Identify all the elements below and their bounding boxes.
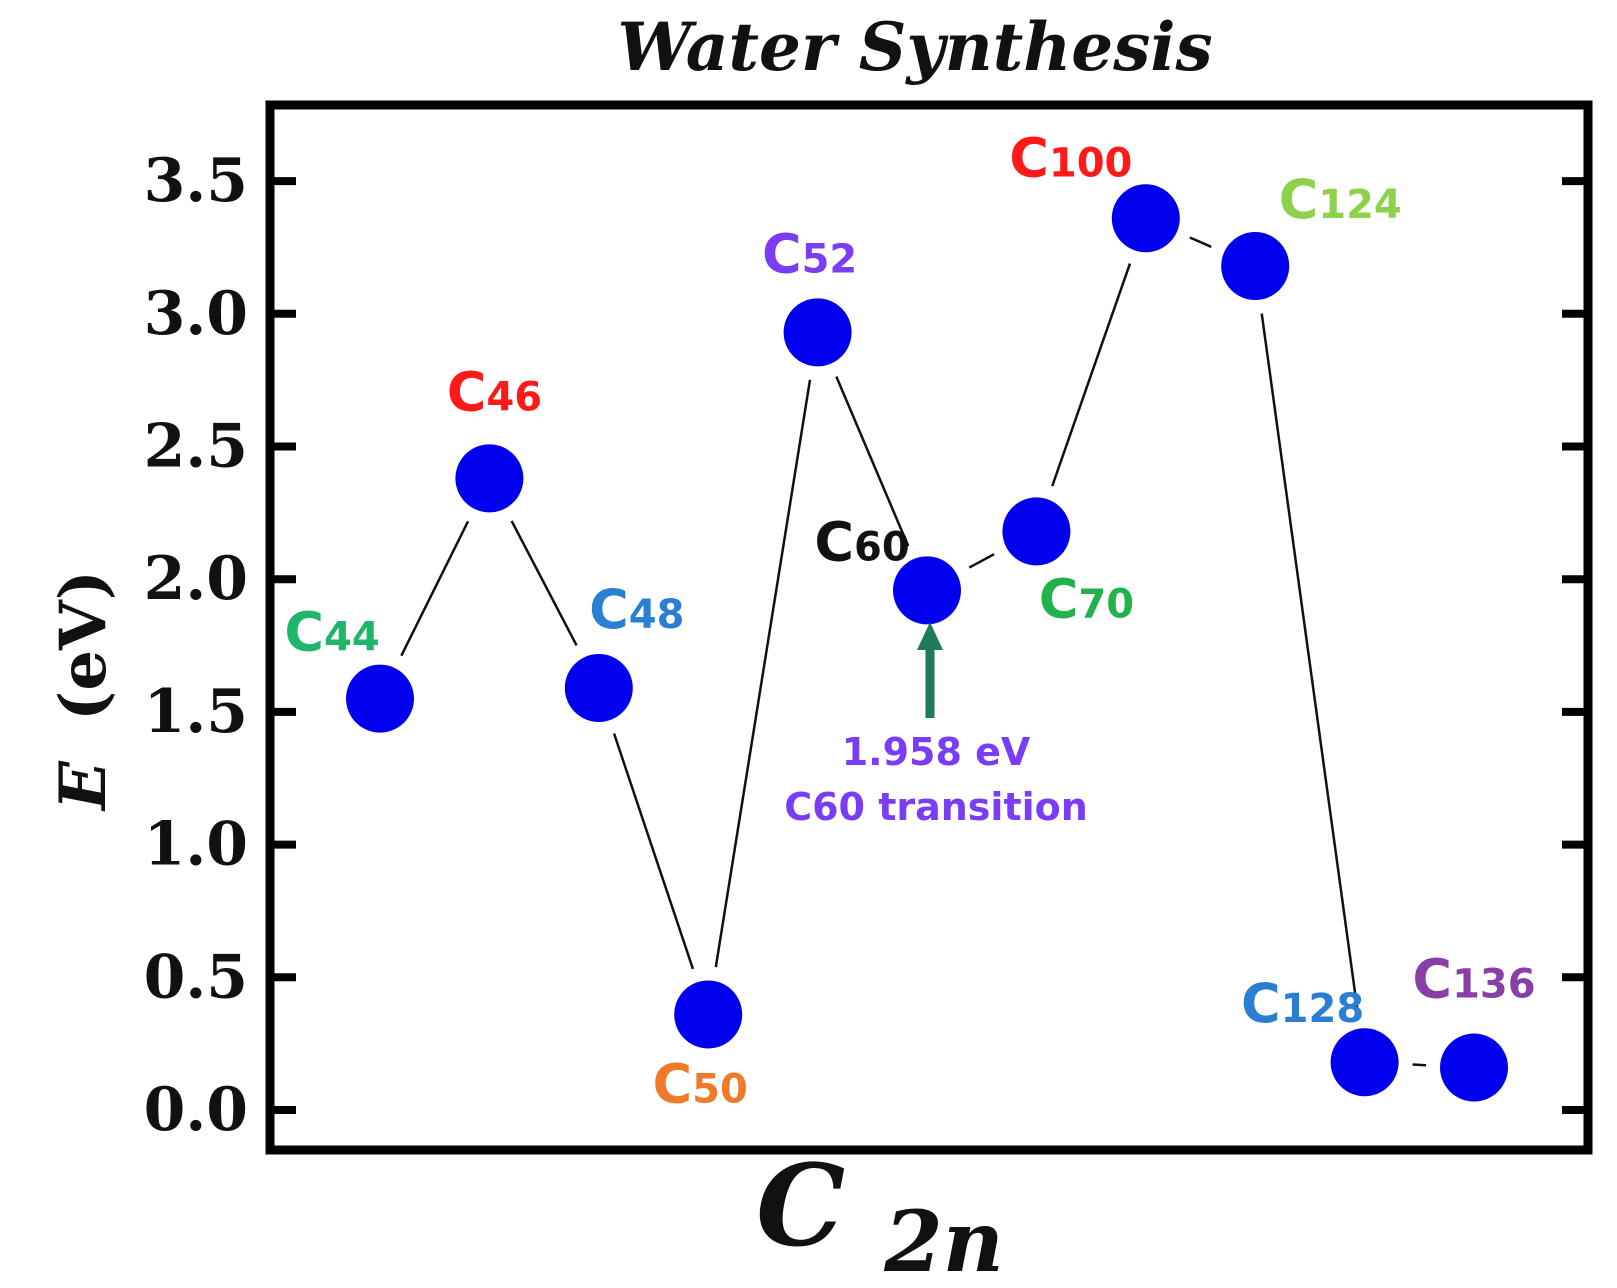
- point-label: C48: [589, 578, 684, 641]
- point-label-subscript: 52: [802, 236, 858, 282]
- data-point: [455, 444, 524, 513]
- data-point: [893, 556, 961, 625]
- x-axis-label-subscript: 2n: [883, 1192, 1004, 1288]
- point-label: C70: [1039, 567, 1134, 630]
- annotation-arrow-head: [917, 622, 943, 650]
- point-label: C100: [1009, 126, 1132, 189]
- data-point: [1002, 497, 1071, 566]
- point-label: C60: [814, 510, 909, 573]
- data-point: [783, 298, 852, 367]
- point-label: C52: [762, 222, 857, 285]
- point-label-subscript: 124: [1318, 182, 1402, 228]
- y-tick-label: 1.5: [144, 677, 248, 747]
- annotation-line-2: C60 transition: [784, 785, 1088, 829]
- point-label: C136: [1412, 948, 1535, 1011]
- annotation: 1.958 eV C60 transition: [784, 622, 1088, 829]
- data-point: [1440, 1033, 1508, 1102]
- point-label-subscript: 46: [486, 374, 542, 420]
- series-markers: [346, 184, 1508, 1102]
- point-label-base: C: [1279, 168, 1319, 231]
- point-label: C124: [1279, 168, 1402, 231]
- series-segment: [714, 379, 812, 968]
- point-label-base: C: [1412, 948, 1452, 1011]
- point-label: C50: [653, 1052, 748, 1115]
- point-label-base: C: [1039, 567, 1079, 630]
- data-point: [1221, 232, 1290, 301]
- y-axis-tick-labels: 0.0 0.5 1.0 1.5 2.0 2.5 3.0 3.5: [144, 146, 248, 1145]
- point-label-subscript: 70: [1078, 581, 1134, 627]
- data-point: [564, 654, 633, 723]
- y-tick-label: 3.5: [144, 146, 248, 216]
- y-axis-label: E (eV): [46, 570, 121, 812]
- y-tick-label: 0.0: [144, 1075, 248, 1145]
- point-label-subscript: 44: [324, 615, 380, 661]
- point-label-base: C: [1009, 126, 1049, 189]
- series-segment: [1260, 313, 1360, 1015]
- point-label-base: C: [814, 510, 854, 573]
- x-axis-label: C 2n: [756, 1141, 1004, 1288]
- data-point: [1330, 1028, 1399, 1097]
- point-label-subscript: 128: [1281, 986, 1365, 1032]
- point-label-subscript: 60: [854, 524, 910, 570]
- series-segment: [400, 520, 470, 657]
- point-label-base: C: [589, 578, 629, 641]
- data-point: [674, 980, 743, 1049]
- y-tick-label: 2.5: [144, 412, 248, 482]
- series-segment: [1189, 236, 1212, 248]
- series-segment: [510, 520, 578, 647]
- y-tick-label: 0.5: [144, 942, 248, 1012]
- point-label-base: C: [653, 1052, 693, 1115]
- point-label-subscript: 136: [1452, 962, 1536, 1008]
- point-label-base: C: [447, 360, 487, 423]
- plot-frame: [265, 100, 1593, 1155]
- series-segment: [1412, 1063, 1427, 1067]
- point-label: C46: [447, 360, 542, 423]
- annotation-line-1: 1.958 eV: [842, 730, 1031, 774]
- series-segment: [835, 376, 910, 547]
- data-point: [346, 664, 414, 733]
- chart-title: Water Synthesis: [617, 8, 1212, 86]
- series-segment: [1051, 263, 1132, 487]
- point-label-subscript: 100: [1049, 140, 1133, 186]
- x-axis-label-main: C: [756, 1141, 845, 1272]
- y-axis-label-unit: (eV): [46, 570, 121, 721]
- point-label-base: C: [762, 222, 802, 285]
- y-axis-ticks: [270, 177, 1588, 1114]
- y-tick-label: 2.0: [144, 544, 248, 614]
- series-segment: [612, 733, 695, 970]
- y-axis-label-symbol: E: [46, 760, 121, 812]
- series-line: [400, 236, 1427, 1067]
- series-segment: [968, 553, 995, 569]
- y-tick-label: 3.0: [144, 279, 248, 349]
- point-label: C128: [1241, 972, 1364, 1035]
- point-label-subscript: 48: [629, 592, 685, 638]
- point-label-subscript: 50: [692, 1066, 748, 1112]
- point-label-base: C: [284, 601, 324, 664]
- point-label: C44: [284, 601, 379, 664]
- point-label-base: C: [1241, 972, 1281, 1035]
- data-point: [1111, 184, 1180, 253]
- y-tick-label: 1.0: [144, 810, 248, 880]
